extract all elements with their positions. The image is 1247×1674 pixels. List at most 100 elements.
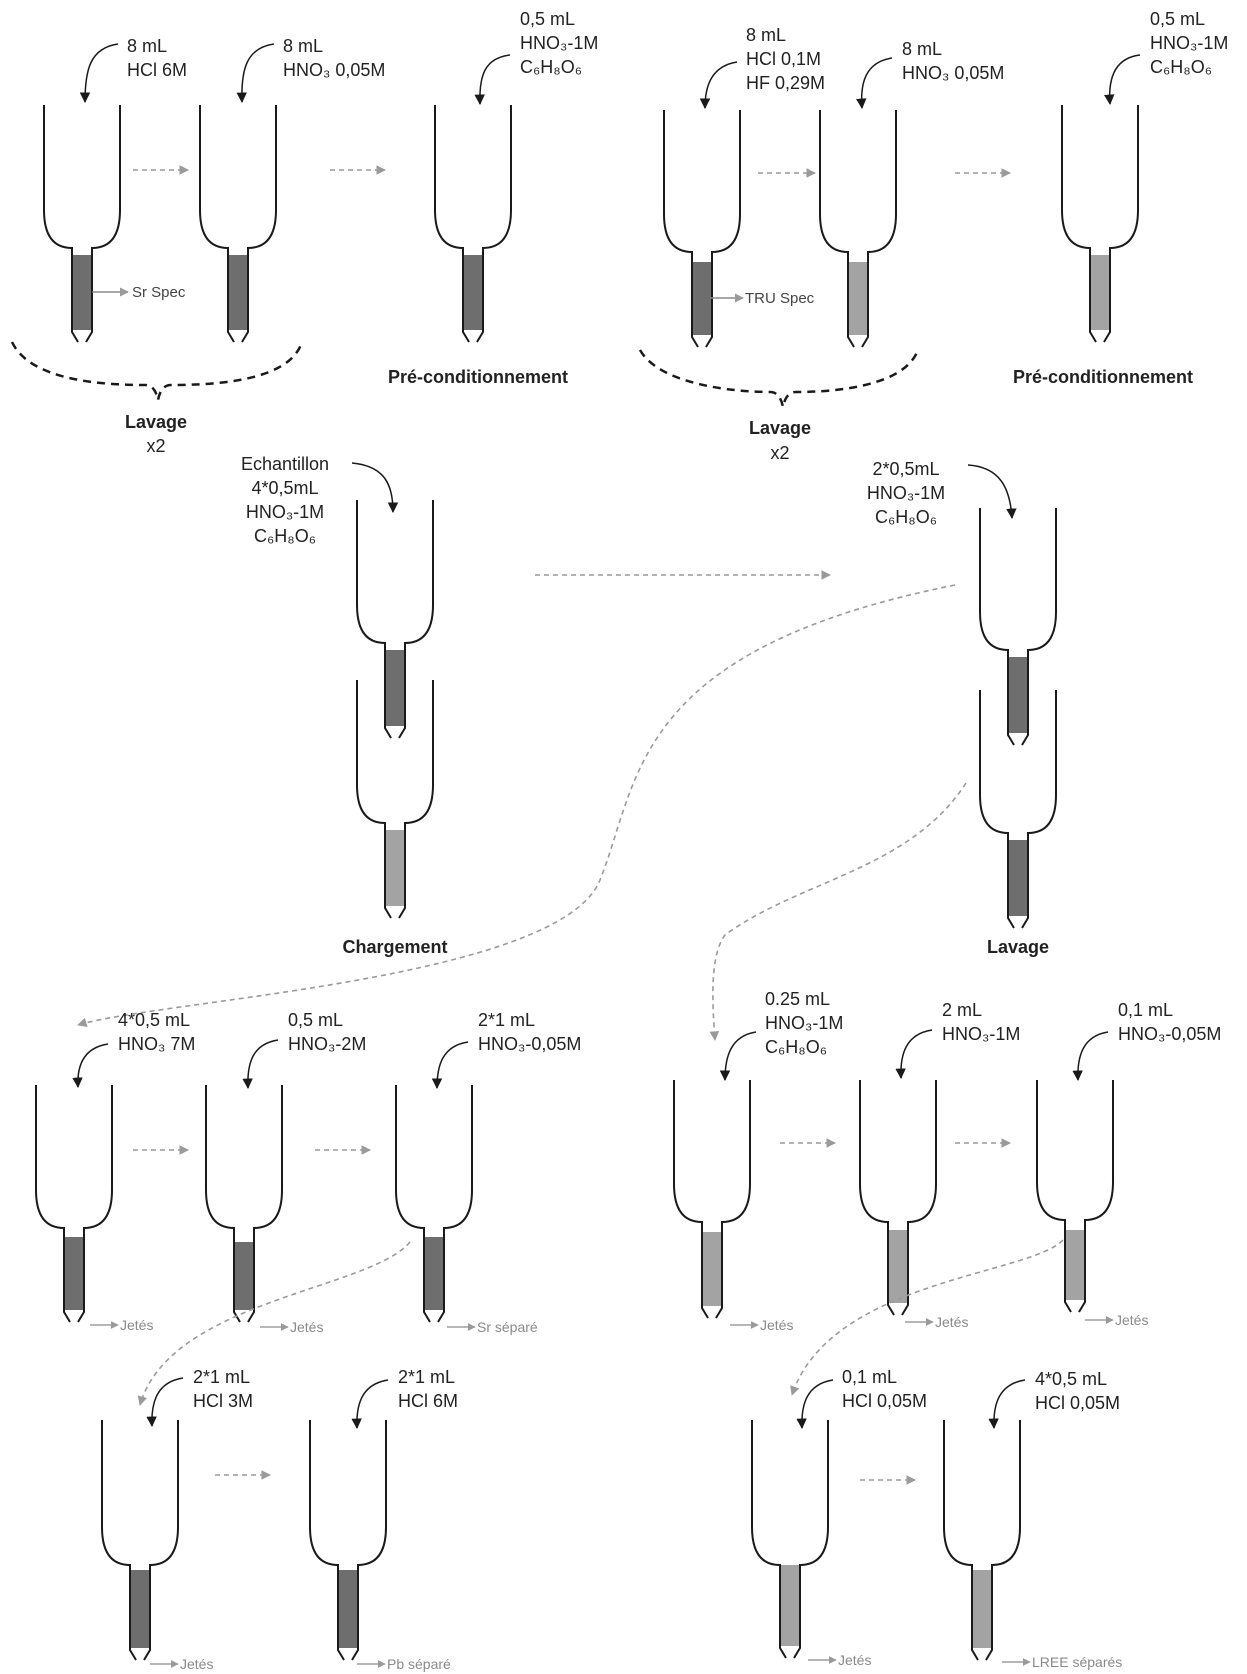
reagent-line: 0,5 mL — [288, 1010, 343, 1030]
column-outline — [663, 110, 741, 348]
reagent-line: 8 mL — [127, 36, 167, 56]
reagent-line: HNO₃-2M — [288, 1034, 366, 1054]
reagent-pb1: 2*1 mL HCl 3M — [146, 1367, 253, 1428]
output-pb: Pb séparé — [357, 1656, 451, 1672]
extraction-column — [35, 1085, 113, 1323]
tru-spec-label: TRU Spec — [745, 290, 815, 307]
column-outline — [859, 1080, 937, 1316]
output-text: LREE séparés — [1032, 1654, 1122, 1670]
lavage-title-mid: Lavage — [987, 937, 1049, 957]
resin-bed — [1009, 657, 1027, 733]
output-jetes: Jetés — [260, 1319, 323, 1335]
resin-bed — [703, 1232, 721, 1306]
reagent-line: 8 mL — [283, 36, 323, 56]
column-outline — [199, 105, 277, 343]
reagent-tl2: 8 mL HNO₃ 0,05M — [236, 36, 385, 104]
output-text: Jetés — [760, 1317, 793, 1333]
extraction-column — [309, 1420, 387, 1661]
resin-bed — [65, 1237, 83, 1310]
extraction-column — [199, 105, 277, 343]
reagent-bl3: 2*1 mL HNO₃-0,05M — [431, 1010, 581, 1090]
reagent-line: 8 mL — [902, 39, 942, 59]
reagent-line: 2*1 mL — [478, 1010, 535, 1030]
output-lree: LREE séparés — [1002, 1654, 1122, 1670]
column-outline — [979, 690, 1057, 929]
reagent-line: 4*0,5 mL — [118, 1010, 190, 1030]
reagent-line: HNO₃ 7M — [118, 1034, 195, 1054]
reagent-line: HCl 0,05M — [1035, 1393, 1120, 1413]
column-outline — [1036, 1080, 1114, 1313]
resin-bed — [849, 262, 867, 335]
output-jetes: Jetés — [90, 1317, 153, 1333]
reagent-line: HNO₃-0,05M — [478, 1034, 581, 1054]
reagent-line: Echantillon — [241, 454, 329, 474]
reagent-br3: 0,1 mL HNO₃-0,05M — [1072, 1000, 1221, 1082]
extraction-column — [101, 1420, 179, 1661]
reagent-line: 0,1 mL — [842, 1367, 897, 1387]
resin-bed — [73, 255, 91, 330]
reagent-line: HNO₃-0,05M — [1118, 1024, 1221, 1044]
precond-title-right: Pré-conditionnement — [1013, 367, 1193, 387]
reagent-line: 0,1 mL — [1118, 1000, 1173, 1020]
flow-curve — [790, 1239, 1064, 1396]
reagent-line: 2*1 mL — [193, 1367, 250, 1387]
resin-bed — [781, 1565, 799, 1646]
reagent-line: HCl 6M — [398, 1391, 458, 1411]
sr-spec-label: Sr Spec — [132, 284, 186, 301]
reagent-line: 0,5 mL — [520, 9, 575, 29]
resin-bed — [131, 1570, 149, 1648]
column-outline — [205, 1085, 283, 1323]
x2-right: x2 — [770, 443, 789, 463]
output-jetes: Jetés — [905, 1314, 968, 1330]
extraction-column — [1061, 105, 1139, 343]
extraction-column — [434, 105, 512, 343]
extraction-column — [356, 680, 434, 919]
reagent-line: HNO₃ 0,05M — [283, 60, 385, 80]
reagent-line: HNO₃-1M — [246, 502, 324, 522]
output-labels: Jetés Jetés Sr séparé Jetés Jetés Jetés … — [90, 1312, 1148, 1672]
output-jetes: Jetés — [808, 1652, 871, 1668]
reagent-line: 0,5 mL — [1150, 9, 1205, 29]
flow-curve — [77, 584, 956, 1028]
column-outline — [943, 1420, 1021, 1661]
reagent-line: 2*0,5mL — [872, 459, 939, 479]
column-outline — [979, 508, 1057, 746]
lavage-title-left: Lavage — [125, 412, 187, 432]
extraction-column — [663, 110, 741, 348]
chargement-title: Chargement — [342, 937, 447, 957]
reagent-line: HCl 3M — [193, 1391, 253, 1411]
resin-bed — [1009, 840, 1027, 916]
column-outline — [1061, 105, 1139, 343]
reagent-line: C₆H₈O₆ — [765, 1037, 827, 1057]
flow-curve — [137, 1241, 411, 1406]
reagent-line: C₆H₈O₆ — [520, 57, 582, 77]
resin-label-sr: Sr Spec — [92, 284, 186, 301]
resin-bed — [1066, 1230, 1084, 1300]
output-text: Pb séparé — [387, 1656, 451, 1672]
extraction-column — [819, 110, 897, 348]
output-text: Jetés — [180, 1656, 213, 1672]
output-text: Jetés — [1115, 1312, 1148, 1328]
extraction-column — [751, 1420, 829, 1659]
lavage-brace-left — [10, 341, 304, 401]
extraction-column — [395, 1085, 473, 1323]
extraction-column — [43, 105, 121, 343]
